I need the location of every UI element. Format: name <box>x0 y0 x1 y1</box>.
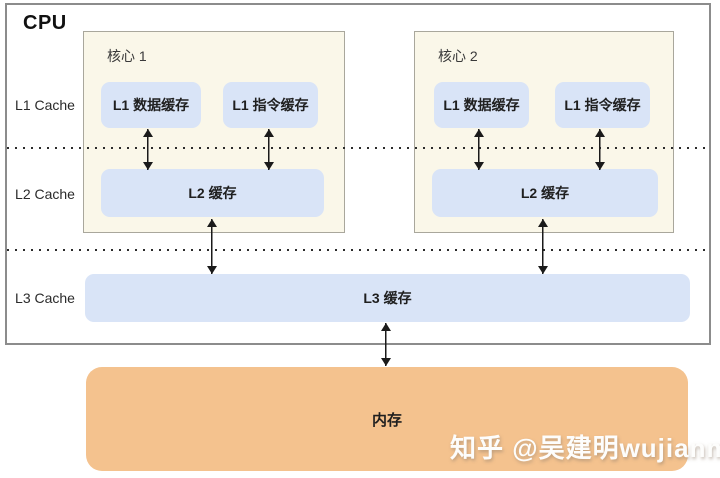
watermark-text: 知乎 @吴建明wujianming <box>450 433 720 463</box>
arrow-l3-memory <box>380 323 391 366</box>
cpu-title: CPU <box>23 12 67 34</box>
core-2-l2-cache: L2 缓存 <box>432 169 658 217</box>
l3-cache-box: L3 缓存 <box>85 274 690 322</box>
core-1-title: 核心 1 <box>107 48 147 64</box>
row-label-l1-cache: L1 Cache <box>12 97 78 113</box>
row-label-l2-cache: L2 Cache <box>12 186 78 202</box>
arrow-core2-l2-l3 <box>537 219 548 274</box>
row-label-l3-cache: L3 Cache <box>12 290 78 306</box>
core-1-l1-data-cache: L1 数据缓存 <box>101 82 201 128</box>
core-1-l1-instruction-cache: L1 指令缓存 <box>223 82 318 128</box>
core-1-l2-cache: L2 缓存 <box>101 169 324 217</box>
divider-l2-l3 <box>7 249 711 251</box>
arrow-core1-l1data-l2 <box>142 129 153 170</box>
core-1-box: 核心 1 L1 数据缓存 L1 指令缓存 L2 缓存 <box>83 31 345 233</box>
memory-box: 内存 <box>86 367 688 471</box>
core-2-title: 核心 2 <box>438 48 478 64</box>
core-2-l1-data-cache: L1 数据缓存 <box>434 82 529 128</box>
core-2-box: 核心 2 L1 数据缓存 L1 指令缓存 L2 缓存 <box>414 31 674 233</box>
arrow-core1-l1instr-l2 <box>263 129 274 170</box>
arrow-core2-l1data-l2 <box>473 129 484 170</box>
core-2-l1-instruction-cache: L1 指令缓存 <box>555 82 650 128</box>
arrow-core1-l2-l3 <box>206 219 217 274</box>
divider-l1-l2 <box>7 147 711 149</box>
arrow-core2-l1instr-l2 <box>594 129 605 170</box>
